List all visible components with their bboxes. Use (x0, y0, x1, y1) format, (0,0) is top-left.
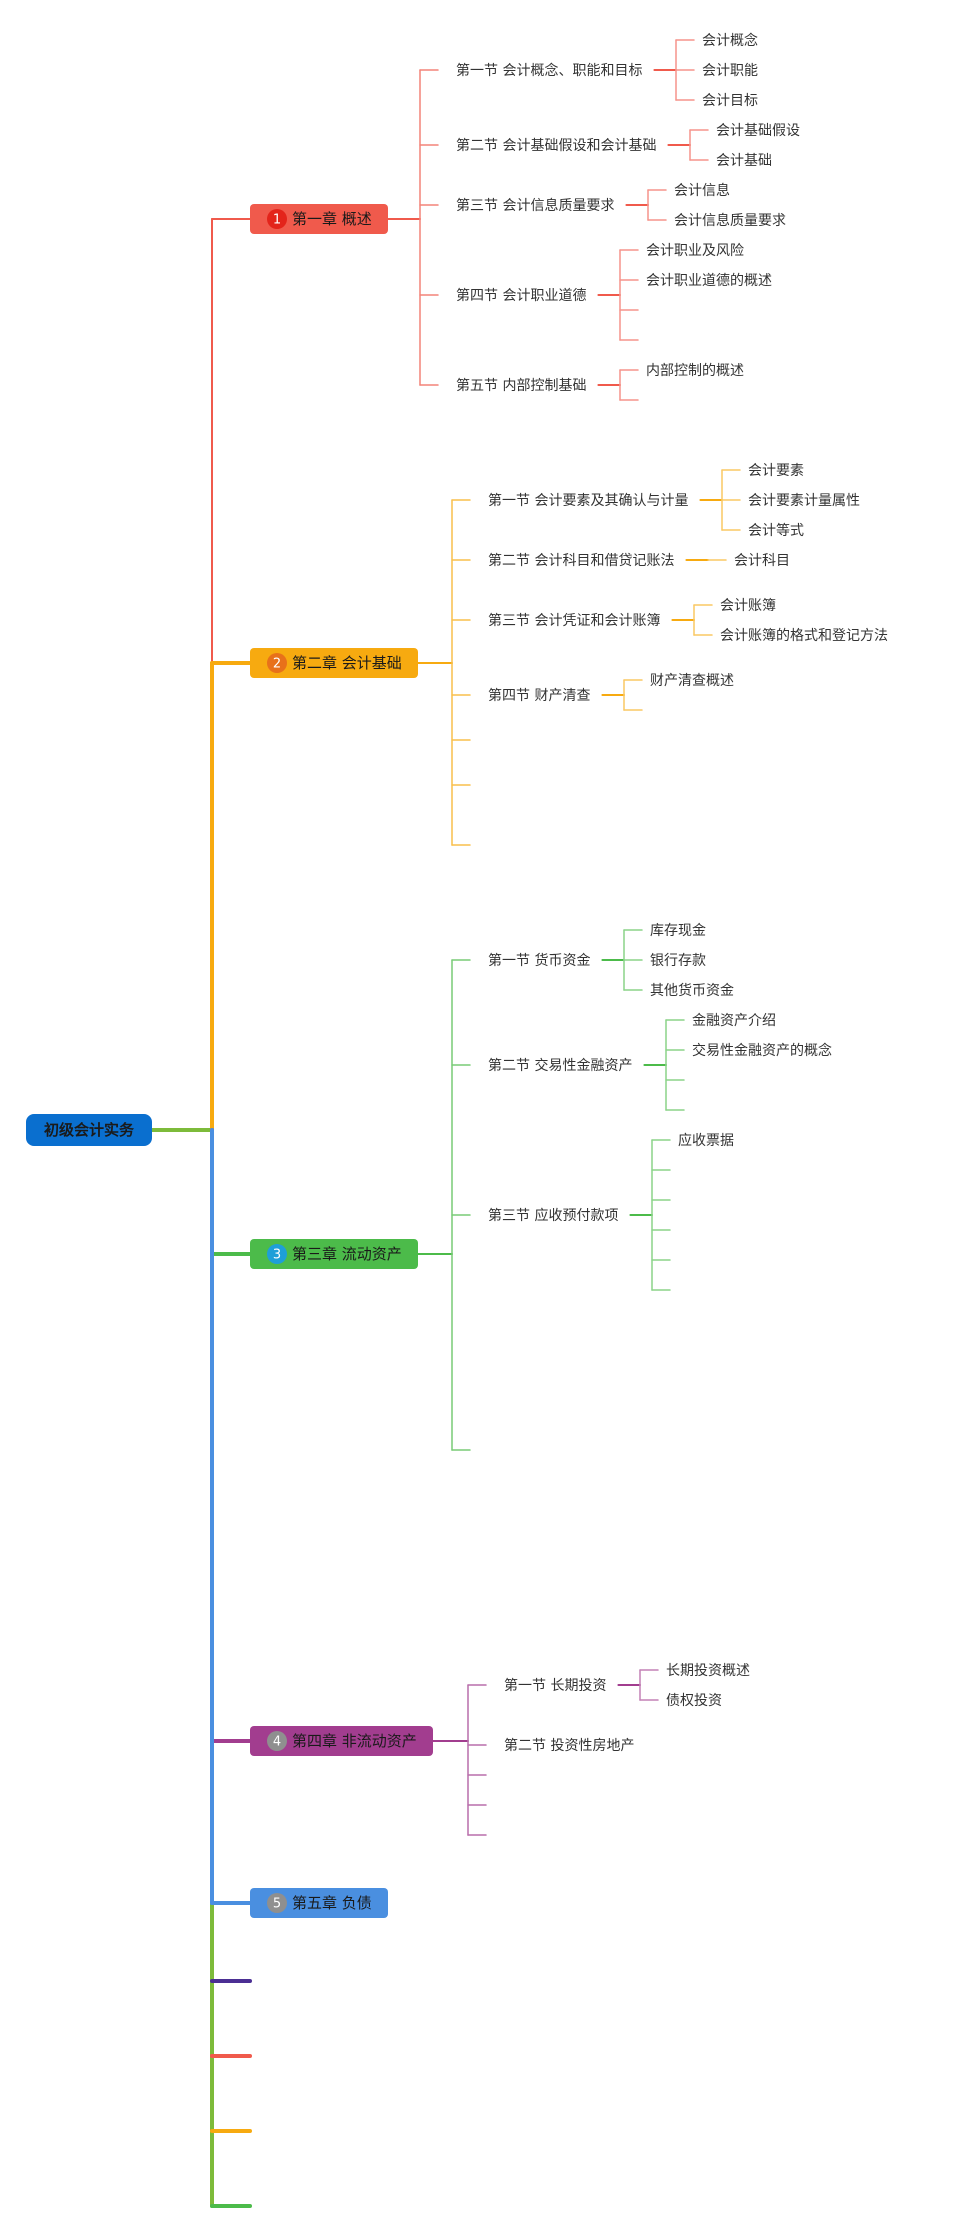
section-node[interactable]: 第三节 会计信息质量要求 (456, 197, 614, 214)
chapter-label: 第五章 负债 (292, 1894, 372, 1912)
section-node[interactable]: 第二节 投资性房地产 (504, 1737, 634, 1754)
leaf-node[interactable]: 应收票据 (678, 1132, 734, 1149)
leaf-node[interactable]: 会计账簿的格式和登记方法 (720, 628, 888, 644)
section-node[interactable]: 第一节 会计概念、职能和目标 (456, 62, 642, 79)
leaf-node[interactable]: 会计等式 (748, 522, 804, 539)
chapter-number: 4 (273, 1735, 281, 1750)
chapter-node-4[interactable] (250, 1726, 433, 1756)
leaf-node[interactable]: 交易性金融资产的概念 (692, 1042, 832, 1059)
section-node[interactable]: 第二节 会计科目和借贷记账法 (488, 552, 674, 569)
leaf-node[interactable]: 会计职业道德的概述 (646, 273, 772, 289)
leaf-node[interactable]: 会计职能 (702, 63, 758, 79)
chapter-number-badge (267, 1244, 287, 1264)
leaf-node[interactable]: 会计目标 (702, 93, 758, 109)
section-node[interactable]: 第四节 会计职业道德 (456, 287, 586, 304)
root-node[interactable] (26, 1114, 152, 1146)
leaf-node[interactable]: 银行存款 (650, 953, 706, 969)
section-node[interactable]: 第二节 交易性金融资产 (488, 1057, 632, 1074)
chapter-label: 第二章 会计基础 (292, 654, 402, 672)
nodes: 初级会计实务 1 第一章 概述 第一节 会计概念、职能和目标 会计概念会计职能会计目标第… (26, 32, 888, 1918)
leaf-node[interactable]: 会计基础假设 (716, 122, 800, 139)
leaf-node[interactable]: 债权投资 (666, 1693, 722, 1709)
chapter-label: 第三章 流动资产 (292, 1245, 402, 1263)
section-node[interactable]: 第一节 货币资金 (488, 952, 590, 969)
leaf-node[interactable]: 会计职业及风险 (646, 243, 744, 259)
section-node[interactable]: 第五节 内部控制基础 (456, 377, 586, 394)
chapter-number-badge (267, 1893, 287, 1913)
leaf-node[interactable]: 内部控制的概述 (646, 363, 744, 379)
leaf-node[interactable]: 会计概念 (702, 32, 758, 49)
leaf-node[interactable]: 金融资产介绍 (692, 1013, 776, 1029)
root-label: 初级会计实务 (44, 1121, 135, 1139)
chapter-node-2[interactable] (250, 648, 418, 678)
chapter-label: 第四章 非流动资产 (292, 1732, 417, 1750)
connector-lines (150, 39, 741, 2208)
leaf-node[interactable]: 长期投资概述 (666, 1663, 750, 1679)
leaf-node[interactable]: 其他货币资金 (650, 982, 734, 999)
leaf-node[interactable]: 会计信息质量要求 (674, 212, 786, 229)
leaf-node[interactable]: 会计信息 (674, 182, 730, 199)
chapter-number: 1 (273, 213, 281, 228)
chapter-number-badge (267, 653, 287, 673)
leaf-node[interactable]: 会计科目 (734, 553, 790, 569)
chapter-number: 2 (273, 657, 281, 672)
chapter-label: 第一章 概述 (292, 210, 372, 228)
chapter-node-1[interactable] (250, 204, 388, 234)
chapter-number: 5 (273, 1897, 281, 1912)
leaf-node[interactable]: 会计账簿 (720, 598, 776, 614)
section-node[interactable]: 第二节 会计基础假设和会计基础 (456, 137, 656, 154)
section-node[interactable]: 第三节 会计凭证和会计账簿 (488, 612, 660, 629)
chapter-number: 3 (273, 1248, 281, 1263)
chapter-number-badge (267, 1731, 287, 1751)
section-node[interactable]: 第一节 会计要素及其确认与计量 (488, 492, 688, 509)
leaf-node[interactable]: 会计基础 (716, 152, 772, 169)
leaf-node[interactable]: 会计要素 (748, 463, 804, 479)
section-node[interactable]: 第三节 应收预付款项 (488, 1207, 618, 1224)
leaf-node[interactable]: 库存现金 (650, 923, 706, 939)
section-node[interactable]: 第四节 财产清查 (488, 687, 590, 704)
section-node[interactable]: 第一节 长期投资 (504, 1677, 606, 1694)
leaf-node[interactable]: 财产清查概述 (650, 673, 734, 689)
chapter-number-badge (267, 209, 287, 229)
chapter-node-3[interactable] (250, 1239, 418, 1269)
leaf-node[interactable]: 会计要素计量属性 (748, 493, 860, 509)
chapter-node-5[interactable] (250, 1888, 388, 1918)
